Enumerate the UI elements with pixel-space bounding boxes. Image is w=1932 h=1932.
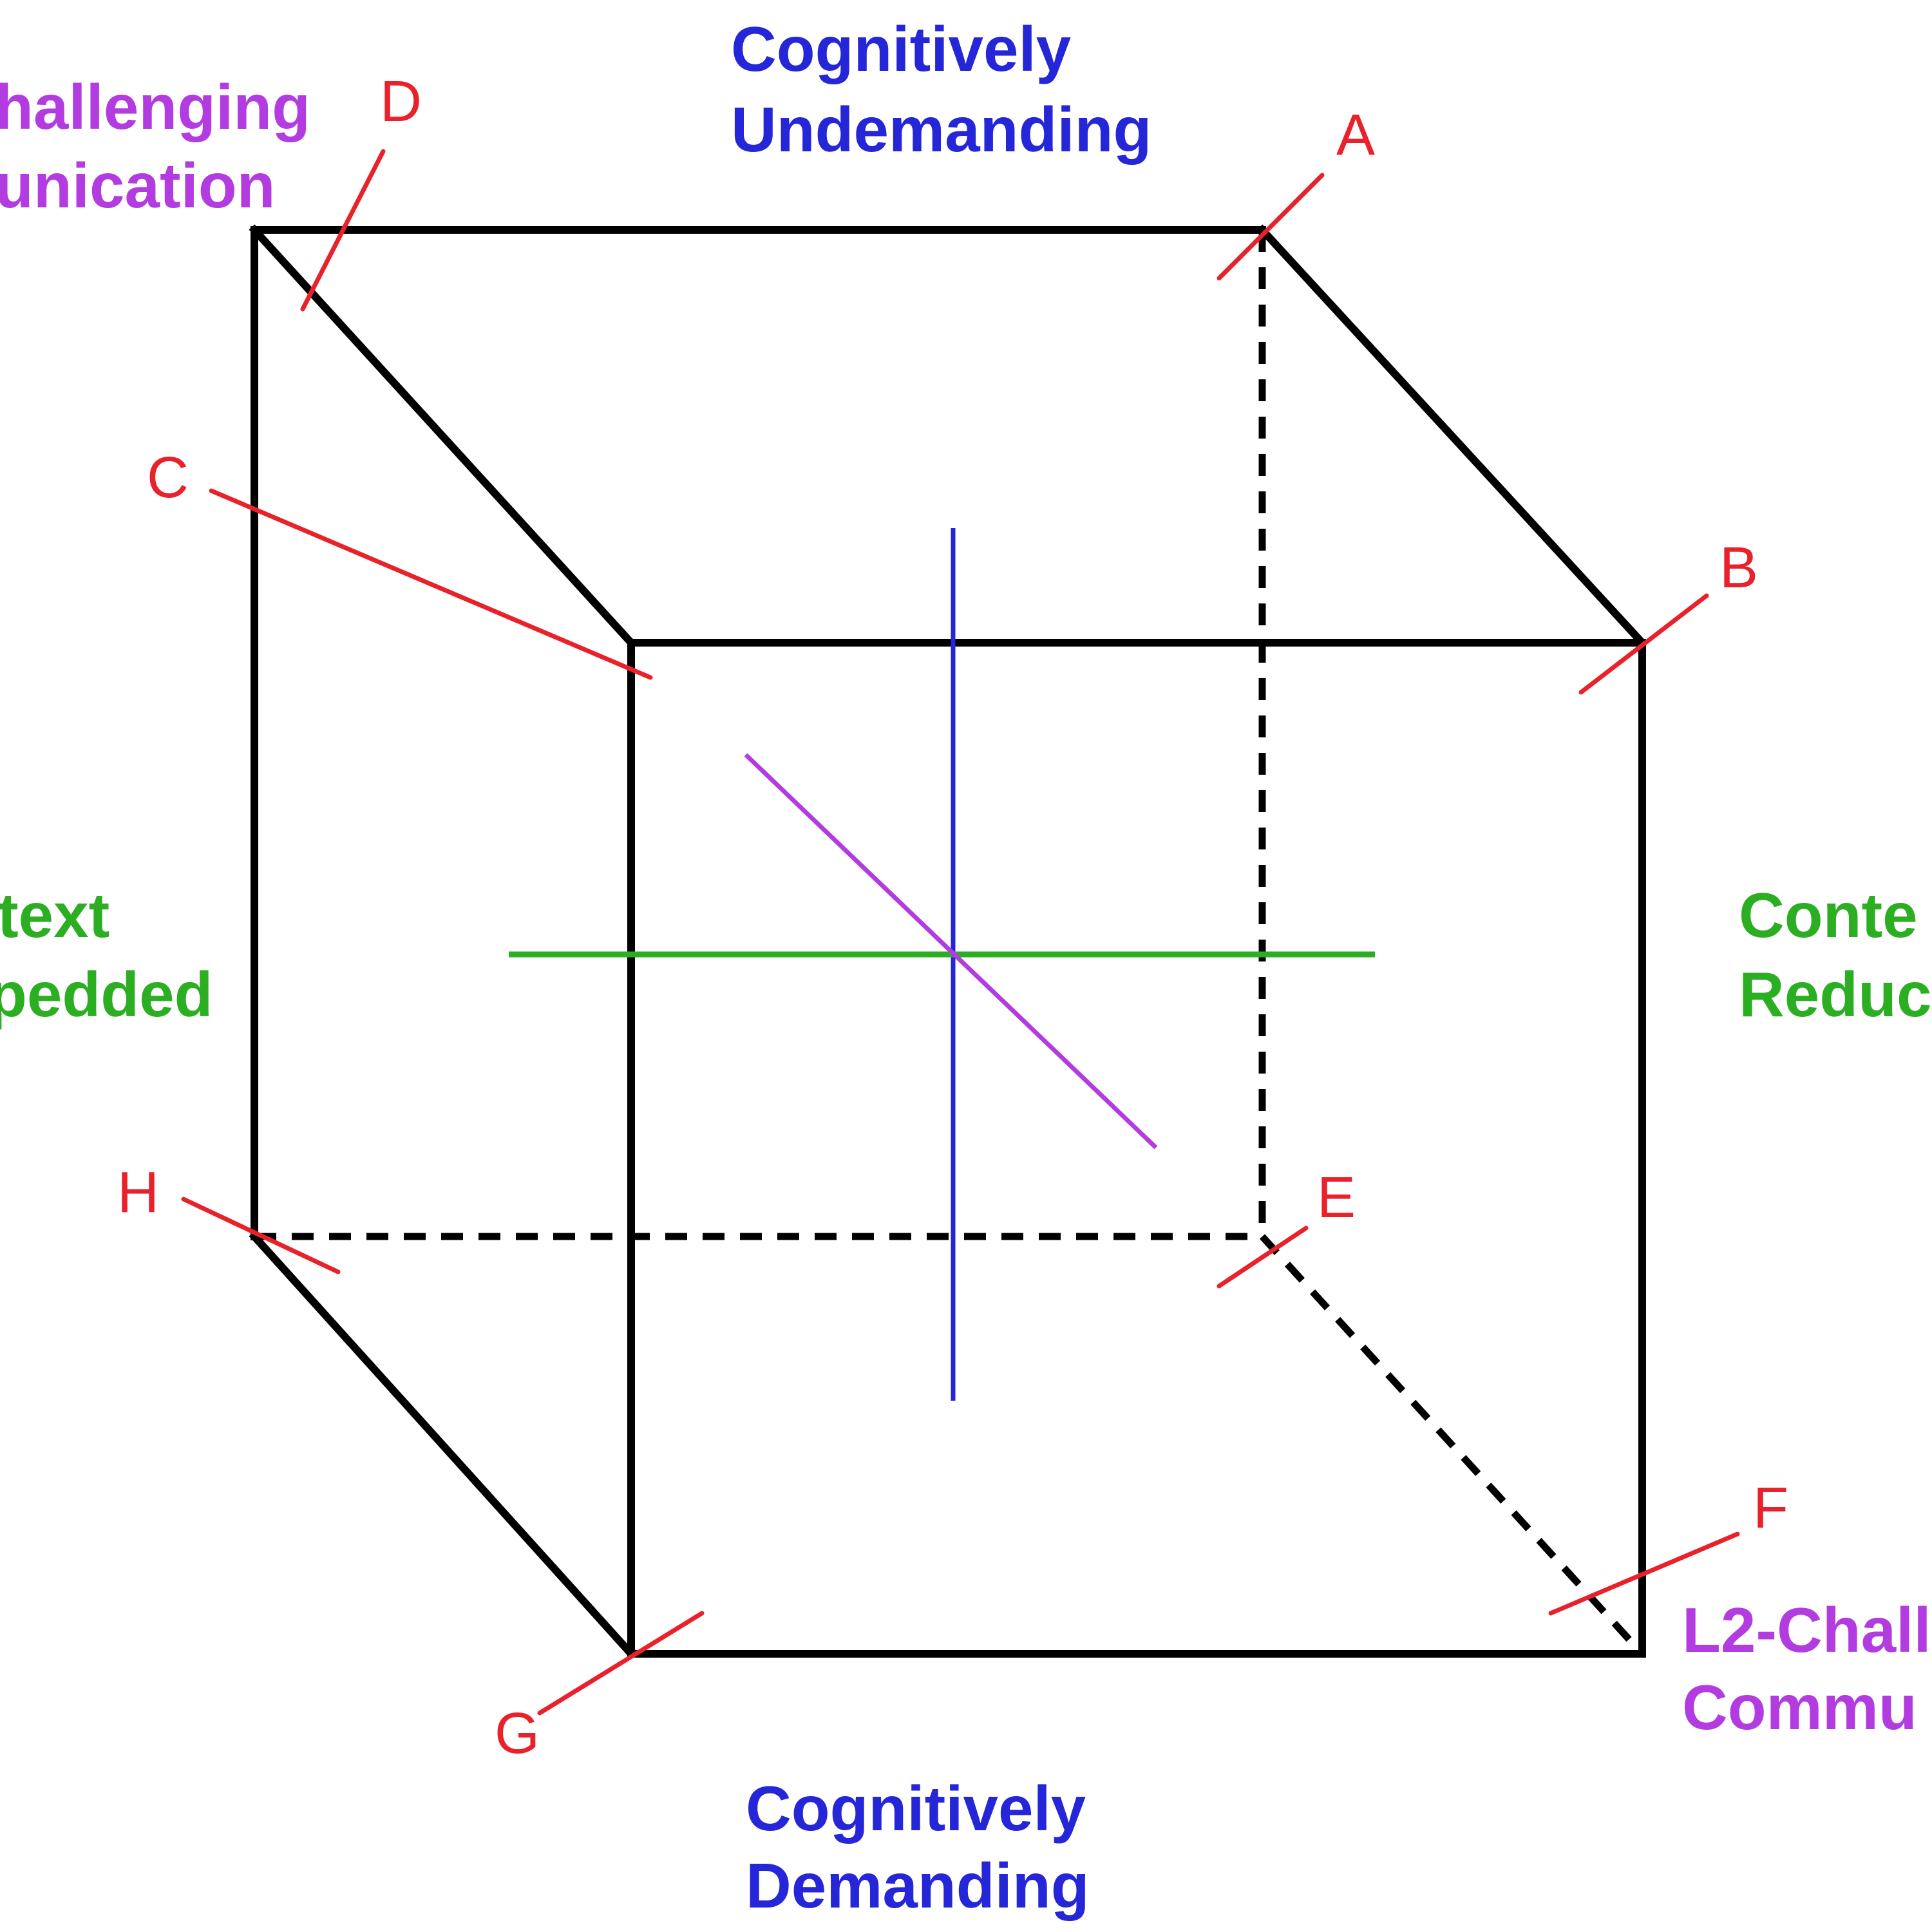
marker-a — [1217, 173, 1325, 281]
marker-e — [1217, 1226, 1309, 1289]
bottom-left-diagonal-edge — [249, 1231, 637, 1660]
marker-h — [181, 1197, 341, 1274]
context-reduced-line-2: Reduc — [1739, 959, 1932, 1030]
marker-b — [1578, 593, 1709, 695]
l2-challenging-top-line-2: unication — [0, 150, 276, 221]
cube-solid-edges — [249, 224, 1648, 1660]
vertex-letters: A B C D E F G H — [117, 70, 1788, 1766]
cognitively-demanding-line-1: Cognitively — [746, 1773, 1086, 1844]
cognitively-undemanding-line-2: Undemanding — [731, 94, 1151, 165]
l2-axis — [744, 753, 1158, 1150]
context-embedded-line-2: pedded — [0, 959, 213, 1030]
l2-challenging-top-line-1: hallenging — [0, 71, 310, 142]
context-reduced-line-1: Conte — [1739, 880, 1918, 951]
marker-c — [209, 488, 653, 680]
hidden-diagonal-edge — [1259, 1234, 1645, 1656]
vertex-label-e: E — [1317, 1166, 1356, 1230]
context-reduced-label: Conte Reduc — [1739, 880, 1932, 1030]
vertex-label-a: A — [1336, 103, 1375, 167]
cognitively-demanding-line-2: Demanding — [746, 1850, 1090, 1921]
marker-d — [300, 149, 386, 312]
cognitively-undemanding-line-1: Cognitively — [731, 14, 1071, 84]
marker-f — [1548, 1531, 1740, 1616]
vertex-label-f: F — [1753, 1476, 1788, 1540]
vertex-label-g: G — [495, 1701, 540, 1766]
l2-challenging-top-label: hallenging unication — [0, 71, 310, 221]
top-left-diagonal-edge — [249, 224, 637, 649]
vertex-label-b: B — [1719, 536, 1758, 600]
l2-challenging-bottom-label: L2-Chall Commu — [1682, 1595, 1931, 1743]
top-right-diagonal-edge — [1256, 224, 1648, 649]
cognitively-demanding-label: Cognitively Demanding — [746, 1773, 1090, 1921]
context-embedded-label: text pedded — [0, 880, 213, 1030]
vertex-label-h: H — [117, 1160, 159, 1225]
cube-hidden-edges — [254, 230, 1645, 1656]
l2-challenging-bottom-line-1: L2-Chall — [1682, 1595, 1931, 1665]
vertex-label-c: C — [147, 446, 189, 510]
cognitively-undemanding-label: Cognitively Undemanding — [731, 14, 1151, 165]
l2-challenging-bottom-line-2: Commu — [1682, 1672, 1917, 1743]
context-embedded-line-1: text — [0, 880, 109, 951]
vertex-label-d: D — [380, 70, 422, 134]
vertex-markers — [181, 149, 1740, 1716]
front-face — [627, 639, 1646, 1658]
marker-g — [537, 1611, 705, 1716]
